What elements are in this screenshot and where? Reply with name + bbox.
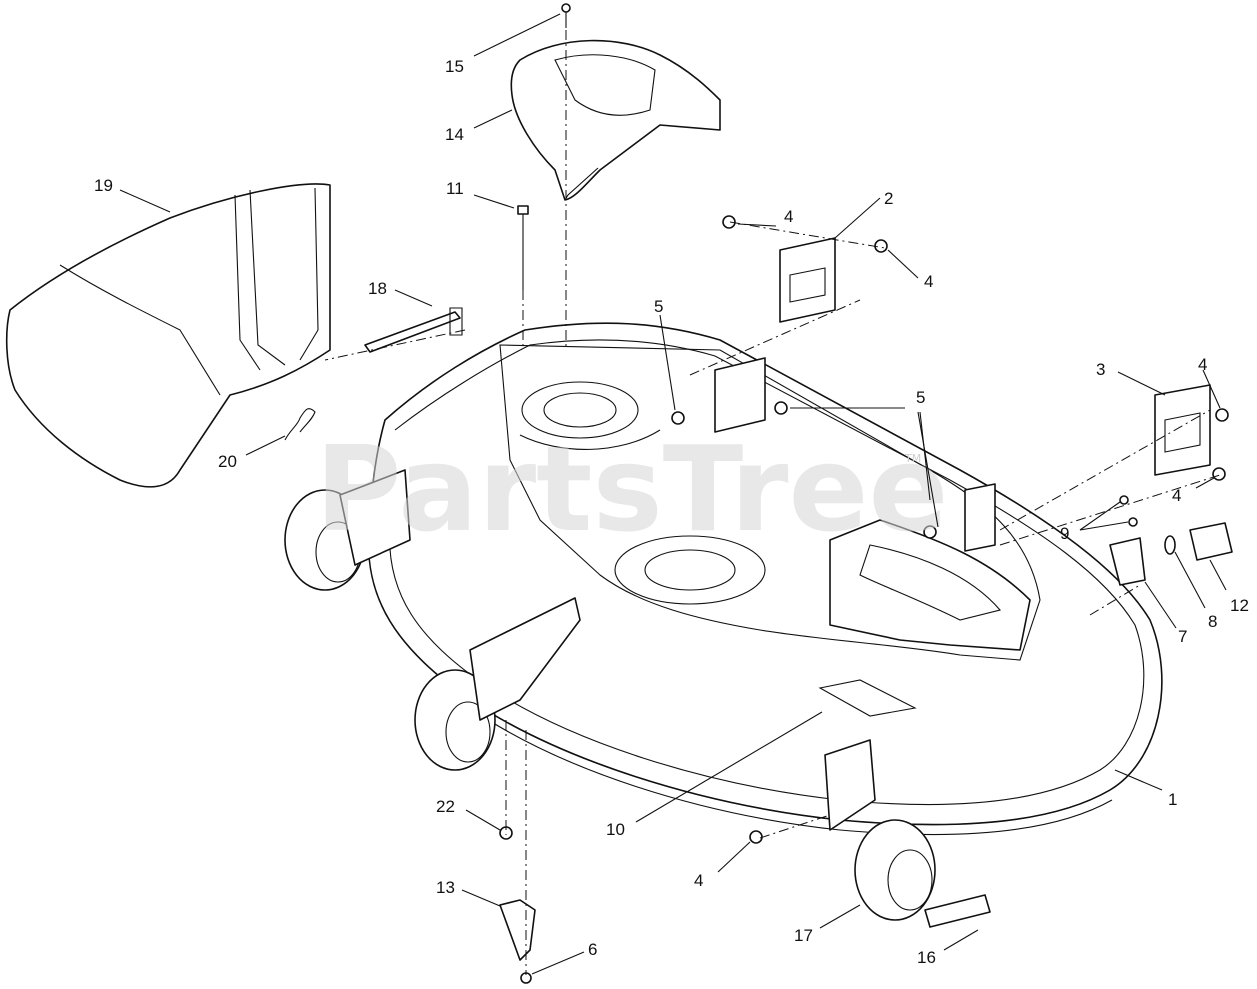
callout-5: 5 (916, 388, 925, 407)
watermark-text: PartsTree (315, 420, 949, 558)
callout-8: 8 (1208, 612, 1217, 631)
callout-15: 15 (445, 57, 464, 76)
callout-2: 2 (884, 189, 893, 208)
callout-4: 4 (1172, 486, 1181, 505)
bolt-16 (924, 894, 991, 928)
pin-5-icon (923, 525, 937, 539)
callout-14: 14 (445, 125, 464, 144)
callout-4: 4 (694, 871, 703, 890)
pin-5-icon (774, 401, 788, 415)
nozzle-12 (1189, 522, 1233, 561)
nut-4-icon (1212, 467, 1226, 481)
caster-wheels (284, 469, 936, 921)
callout-4: 4 (784, 207, 793, 226)
watermark-tm: TM (904, 452, 921, 465)
nut-4-icon (722, 215, 736, 229)
callout-3: 3 (1096, 360, 1105, 379)
leader-lines (119, 13, 1227, 975)
callout-20: 20 (218, 452, 237, 471)
nut-4-icon (749, 830, 763, 844)
callout-13: 13 (436, 878, 455, 897)
pin-rod-18 (364, 311, 461, 353)
bolt-11-icon (517, 205, 529, 215)
bolt-15-icon (561, 3, 571, 13)
callout-18: 18 (368, 279, 387, 298)
bracket-3 (1154, 384, 1211, 476)
oring-8-icon (1164, 535, 1176, 555)
callout-4: 4 (1198, 355, 1207, 374)
callout-9: 9 (1060, 524, 1069, 543)
washer-9-icon (1119, 495, 1129, 505)
baffle-cover (510, 39, 721, 201)
callout-4: 4 (924, 272, 933, 291)
mower-deck (367, 322, 1163, 836)
callout-6: 6 (588, 940, 597, 959)
callout-19: 19 (94, 176, 113, 195)
bracket-2 (779, 237, 836, 323)
callout-12: 12 (1230, 596, 1249, 615)
fitting-7 (1109, 537, 1146, 586)
callout-22: 22 (436, 797, 455, 816)
callout-7: 7 (1178, 627, 1187, 646)
hardware (284, 3, 1233, 984)
arm-13 (499, 899, 536, 961)
nut-4-icon (1215, 408, 1229, 422)
nut-4-icon (874, 239, 888, 253)
callout-17: 17 (794, 926, 813, 945)
callout-5: 5 (654, 297, 663, 316)
assembly-lines (324, 30, 1221, 975)
spring-20-icon (284, 408, 316, 441)
pin-5-icon (671, 411, 685, 425)
callout-16: 16 (917, 948, 936, 967)
callout-10: 10 (606, 820, 625, 839)
grass-bag (5, 183, 331, 488)
wheel-17 (854, 819, 936, 921)
callouts: 15 14 19 11 2 4 4 18 5 3 4 5 20 4 9 12 8… (94, 57, 1249, 967)
callout-1: 1 (1168, 790, 1177, 809)
bracket-mount (714, 357, 766, 433)
callout-11: 11 (446, 179, 464, 198)
washer-9-icon (1128, 517, 1138, 527)
